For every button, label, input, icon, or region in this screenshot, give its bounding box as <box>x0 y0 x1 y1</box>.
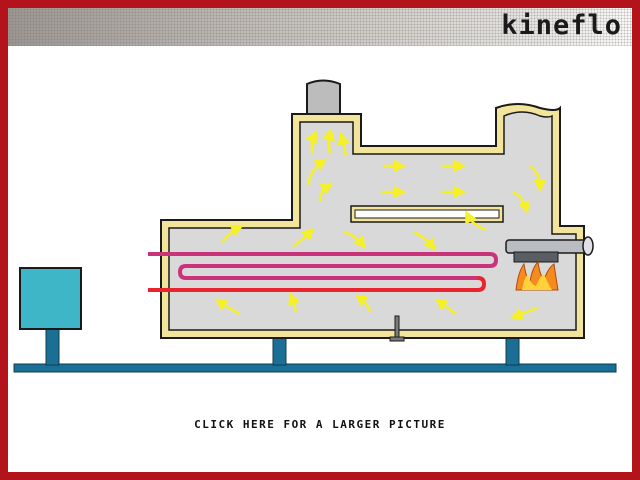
flow-arrow-icon <box>322 127 335 155</box>
control-box-post <box>45 328 60 366</box>
brand-logo: kineflo <box>501 10 622 41</box>
baffle-plate-core <box>354 209 500 219</box>
drain-valve-stem <box>394 315 400 339</box>
chimney-flue <box>306 79 341 119</box>
support-leg-left <box>272 337 287 366</box>
burner-tube <box>505 239 587 254</box>
flow-arrow-icon <box>293 227 315 247</box>
support-leg-right <box>505 337 520 366</box>
burner-cap <box>582 236 594 256</box>
flow-arrow-icon <box>510 306 539 320</box>
flame-icon <box>515 260 559 291</box>
flow-arrow-icon <box>337 131 350 157</box>
base-rail <box>13 363 617 373</box>
drain-valve-base <box>389 336 405 342</box>
flow-arrow-icon <box>413 230 436 251</box>
flow-arrow-icon <box>355 294 372 313</box>
flow-arrow-icon <box>465 210 487 232</box>
heating-coil-lower <box>148 276 487 292</box>
flow-arrow-icon <box>512 190 531 214</box>
flow-arrow-icon <box>214 298 241 316</box>
flow-arrow-icon <box>318 182 334 202</box>
heater-diagram[interactable] <box>8 46 632 396</box>
control-box[interactable] <box>19 267 82 330</box>
heating-coil-upper <box>148 252 499 280</box>
flow-arrow-icon <box>221 225 244 243</box>
flow-arrow-icon <box>434 298 457 316</box>
flow-arrow-icon <box>529 165 547 193</box>
burner-head <box>513 251 559 263</box>
header-bar: kineflo <box>8 8 632 46</box>
page-frame: kineflo <box>8 8 632 472</box>
larger-picture-link[interactable]: CLICK HERE FOR A LARGER PICTURE <box>194 418 446 431</box>
flow-arrow-icon <box>288 292 300 313</box>
flow-arrow-icon <box>305 130 317 155</box>
flow-arrow-icon <box>343 230 366 249</box>
flow-arrow-icon <box>306 158 328 187</box>
burner-icon[interactable] <box>505 236 594 263</box>
flow-arrows <box>214 127 547 320</box>
